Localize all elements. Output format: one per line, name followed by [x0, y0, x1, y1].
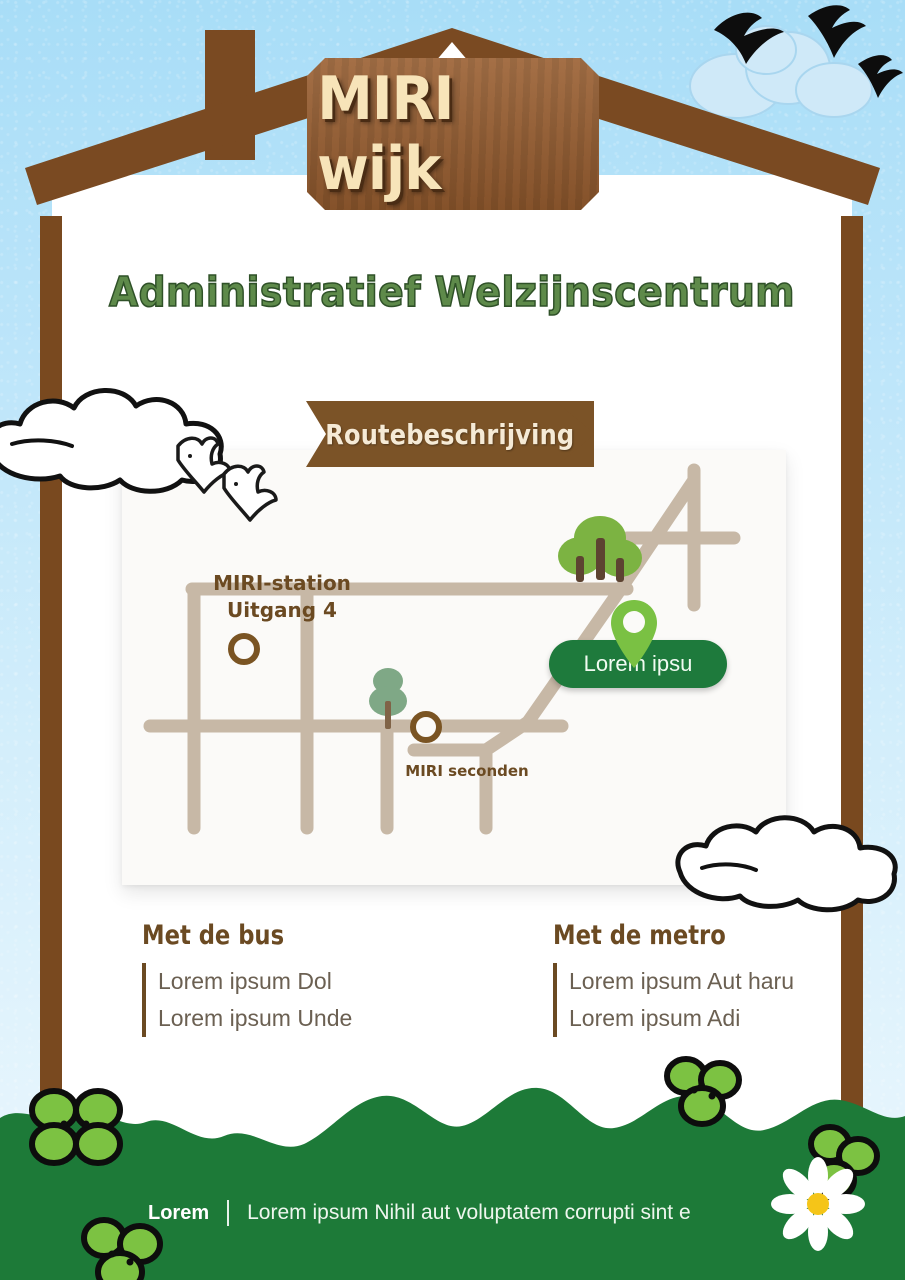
tree-icon: [558, 516, 642, 582]
footer-divider: [227, 1200, 230, 1226]
stop-marker-icon[interactable]: [407, 708, 445, 746]
transport-heading: Met de metro: [553, 920, 726, 951]
cloud-icon: [675, 815, 898, 913]
sky-cloud-icon: [689, 25, 873, 119]
bird-icon: [176, 436, 278, 522]
map-label-station: MIRI-station Uitgang 4: [172, 570, 392, 624]
bush-icon: [81, 1217, 163, 1280]
grass-hill: [0, 1087, 905, 1280]
list-item: Lorem ipsum Aut haru: [569, 968, 795, 994]
sign-board: MIRI wijk: [307, 58, 599, 210]
transport-column-bus: Met de bus Lorem ipsum Dol Lorem ipsum U…: [142, 920, 391, 1037]
map-panel[interactable]: Lorem ipsu MIRI-station Uitgang 4 MIRI s…: [122, 450, 786, 885]
footer-brand: Lorem: [148, 1201, 210, 1224]
station-marker-icon[interactable]: [225, 630, 263, 668]
transport-list: Lorem ipsum Aut haru Lorem ipsum Adi: [553, 963, 802, 1037]
house-post-right: [841, 216, 863, 1146]
list-item: Lorem ipsum Unde: [158, 1005, 353, 1031]
sign-label: MIRI wijk: [317, 64, 454, 204]
bush-icon: [664, 1056, 742, 1127]
cloud-icon: [0, 388, 224, 494]
transport-list: Lorem ipsum Dol Lorem ipsum Unde: [142, 963, 391, 1037]
transport-heading: Met de bus: [142, 920, 285, 951]
transport-column-metro: Met de metro Lorem ipsum Aut haru Lorem …: [553, 920, 802, 1037]
station-line-1: MIRI-station: [213, 571, 351, 595]
footer-text: Lorem ipsum Nihil aut voluptatem corrupt…: [247, 1201, 691, 1224]
station-line-2: Uitgang 4: [227, 598, 337, 622]
list-item: Lorem ipsum Dol: [158, 968, 332, 994]
tree-icon: [369, 668, 407, 729]
map-label-second: MIRI seconden: [405, 762, 529, 780]
list-item: Lorem ipsum Adi: [569, 1005, 741, 1031]
footer: Lorem Lorem ipsum Nihil aut voluptatem c…: [148, 1200, 691, 1226]
bird-icon: [714, 5, 903, 98]
house-post-left: [40, 216, 62, 1146]
bush-icon: [29, 1088, 123, 1166]
page-title: Administratief Welzijnscentrum: [108, 267, 796, 317]
location-pin-icon[interactable]: [609, 598, 659, 670]
transport-columns: Met de bus Lorem ipsum Dol Lorem ipsum U…: [142, 920, 802, 1037]
flower-icon: [771, 1157, 865, 1251]
route-ribbon-label: Routebeschrijving: [325, 417, 575, 451]
route-ribbon: Routebeschrijving: [306, 401, 594, 467]
